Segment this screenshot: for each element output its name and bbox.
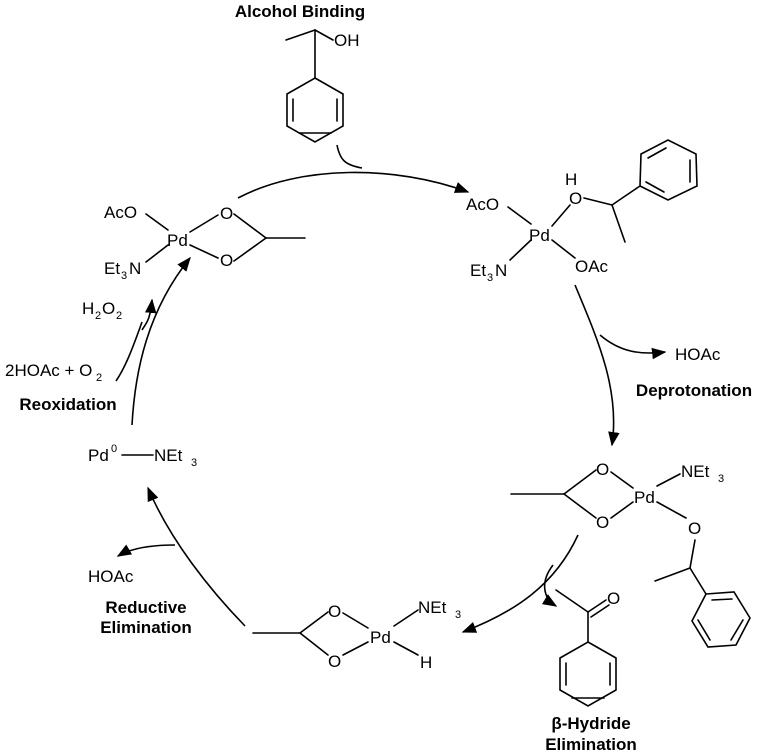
complex-b-o-alkoxide: O: [688, 519, 701, 538]
step-label-beta-hydride: β-Hydride: [551, 714, 630, 733]
step-label-alcohol-binding: Alcohol Binding: [235, 2, 365, 21]
pd0-superscript: 0: [111, 443, 117, 455]
complex-a-pd-alkoxide-adduct: AcO Pd O H Et 3 N OAc: [466, 139, 698, 284]
complex-c-pd: Pd: [370, 628, 391, 647]
pd0-net-sub: 3: [191, 457, 197, 469]
complex-c-net-sub: 3: [455, 609, 461, 621]
h2o2-h: H: [82, 299, 94, 318]
complex-a-et-sub: 3: [487, 272, 493, 284]
step-label-beta-hydride-2: Elimination: [545, 735, 637, 754]
reox-reagents-sub: 2: [96, 372, 102, 384]
reox-reagents: 2HOAc + O: [5, 361, 92, 380]
complex-a-aco: AcO: [466, 195, 499, 214]
complex-d-o-top: O: [220, 204, 233, 223]
complex-b-o-bottom: O: [596, 513, 609, 532]
complex-c-h: H: [420, 653, 432, 672]
complex-d-aco: AcO: [104, 203, 137, 222]
complex-c-o-bottom: O: [328, 652, 341, 671]
complex-a-o: O: [569, 189, 582, 208]
ketone-product-structure: O: [555, 589, 620, 707]
complex-b-pd-dialkoxide: O O Pd NEt 3 O: [510, 460, 751, 648]
complex-c-net: NEt: [418, 598, 447, 617]
step-label-reductive: Reductive: [105, 598, 186, 617]
complex-b-net-sub: 3: [718, 473, 724, 485]
complex-d-et-sub: 3: [121, 270, 127, 282]
complex-d-o-bottom: O: [220, 251, 233, 270]
pd0-species: Pd 0 NEt 3: [88, 443, 197, 469]
complex-a-et: Et: [470, 261, 486, 280]
pd0-net: NEt: [154, 446, 183, 465]
complex-a-oac: OAc: [575, 257, 609, 276]
complex-a-pd: Pd: [529, 226, 550, 245]
alcohol-structure: OH: [285, 29, 360, 143]
complex-c-o-top: O: [328, 602, 341, 621]
complex-a-h: H: [565, 170, 577, 189]
complex-b-o-top: O: [596, 460, 609, 479]
complex-d-n: N: [129, 259, 141, 278]
hoac-released-1: HOAc: [675, 345, 721, 364]
h2o2-o-sub: 2: [116, 310, 122, 322]
hydrogen-peroxide: H 2 O 2: [82, 299, 122, 322]
h2o2-o: O: [102, 299, 115, 318]
pd0-pd: Pd: [88, 446, 109, 465]
step-label-reoxidation: Reoxidation: [19, 395, 116, 414]
complex-d-et: Et: [104, 259, 120, 278]
step-label-deprotonation: Deprotonation: [636, 381, 752, 400]
ketone-o: O: [607, 589, 620, 608]
complex-b-pd: Pd: [634, 488, 655, 507]
hoac-released-2: HOAc: [88, 567, 134, 586]
complex-c-pd-hydride: O O Pd NEt 3 H: [252, 598, 461, 672]
alcohol-oh-label: OH: [334, 31, 360, 50]
complex-a-n: N: [495, 261, 507, 280]
complex-b-net: NEt: [681, 462, 710, 481]
complex-d-pd-alkoxide: AcO Pd O O Et 3 N: [104, 203, 306, 282]
h2o2-h-sub: 2: [95, 310, 101, 322]
complex-d-pd: Pd: [167, 231, 188, 250]
cycle-arrows: [115, 144, 667, 633]
step-label-reductive-2: Elimination: [100, 618, 192, 637]
